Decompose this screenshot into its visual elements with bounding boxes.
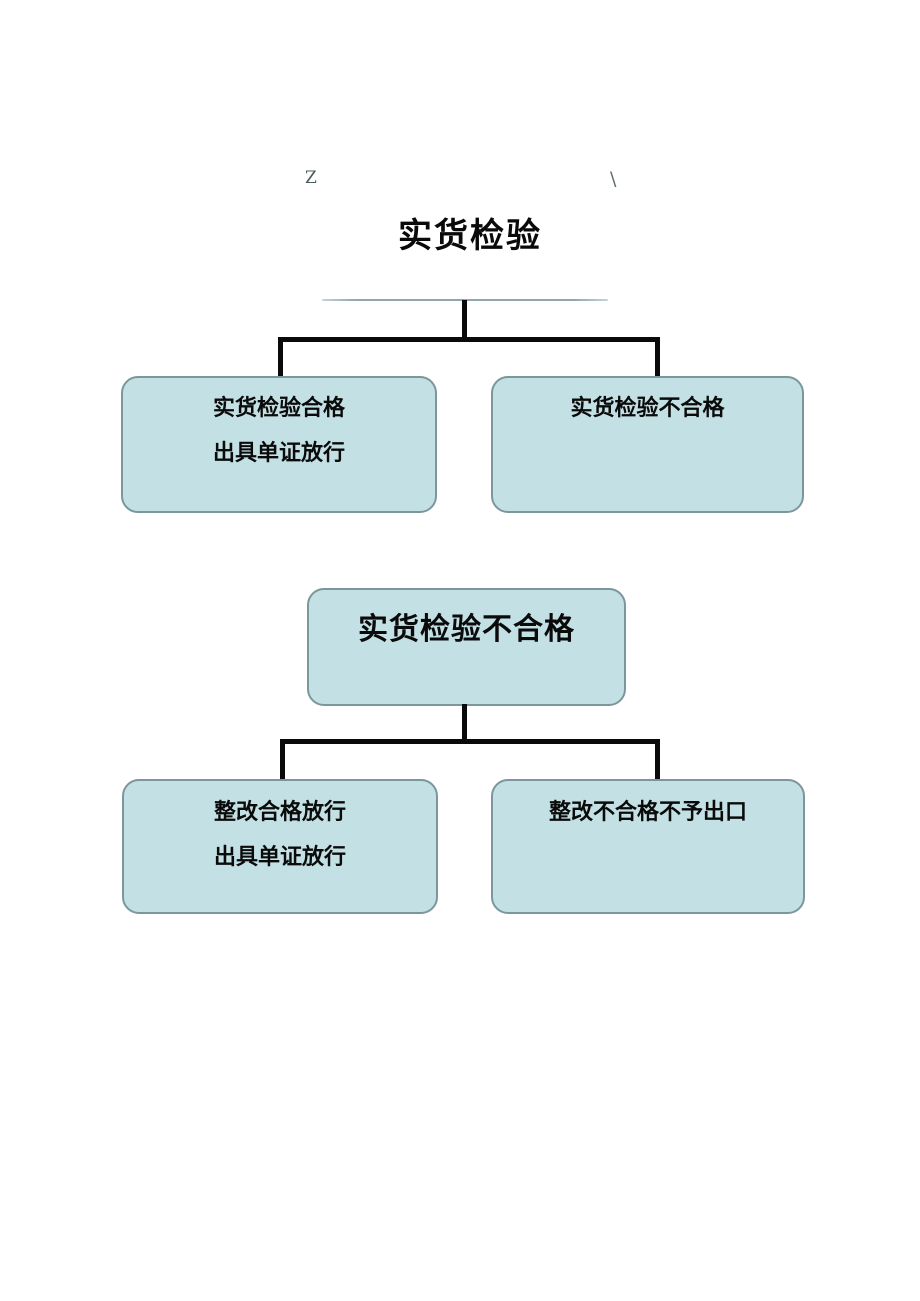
node-inspection-fail-root: 实货检验不合格 (307, 588, 626, 706)
diagram1-connector-elbow (278, 337, 660, 342)
node-rectify-pass: 整改合格放行 出具单证放行 (122, 779, 438, 914)
node-text-line: 出具单证放行 (212, 440, 345, 465)
node-text-line: 实货检验不合格 (358, 613, 575, 646)
node-rectify-fail-no-export: 整改不合格不予出口 (491, 779, 805, 914)
node-inspection-fail: 实货检验不合格 (491, 376, 804, 513)
node-text-line: 实货检验不合格 (570, 395, 725, 420)
node-text-line: 出具单证放行 (213, 844, 346, 869)
diagram1-title: 实货检验 (398, 217, 542, 255)
node-inspection-pass: 实货检验合格 出具单证放行 (121, 376, 437, 513)
node-text-line: 整改不合格不予出口 (548, 799, 747, 824)
diagram2-connector-elbow (280, 739, 660, 744)
diagram1-connector-drop-left (278, 337, 283, 378)
stray-mark-backslash: \ (610, 168, 617, 190)
diagram2-connector-stem (462, 704, 467, 743)
diagram1-connector-drop-right (655, 337, 660, 378)
diagram1-connector-stem (462, 300, 467, 341)
node-text-line: 实货检验合格 (212, 395, 345, 420)
diagram2-connector-drop-left (280, 739, 285, 781)
diagram2-connector-drop-right (655, 739, 660, 781)
stray-mark-z: Z (305, 168, 317, 188)
node-text-line: 整改合格放行 (213, 799, 346, 824)
